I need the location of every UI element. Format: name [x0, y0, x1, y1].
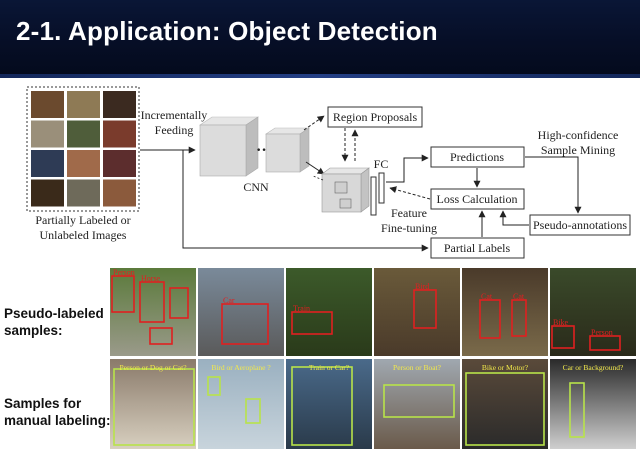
- input-thumbnail: [31, 120, 64, 148]
- input-thumbnail: [103, 120, 136, 148]
- pseudo-label-box: [589, 335, 621, 351]
- pseudo-label-box: [291, 311, 333, 335]
- pseudo-sample-tag: Train: [293, 304, 310, 313]
- manual-labeling-row-label: Samples for manual labeling:: [4, 395, 111, 429]
- roi-feature-block: [321, 167, 370, 213]
- pseudo-sample-tag: Bird: [415, 282, 429, 291]
- region-proposals-label: Region Proposals: [333, 110, 418, 124]
- manual-sample: Person or Boat?: [374, 359, 460, 449]
- manual-sample: Bike or Motor?: [462, 359, 548, 449]
- pseudo-sample-tag: Person: [113, 268, 135, 277]
- pseudo-sample-tag: Person: [591, 328, 613, 337]
- manual-label-box: [569, 382, 585, 438]
- pseudo-label-line-1: Pseudo-labeled: [4, 306, 104, 321]
- fc-label: FC: [374, 157, 389, 171]
- region-proposals-box: [327, 106, 423, 128]
- pseudo-sample-tag: Cat: [481, 292, 493, 301]
- feature-ft-label-2: Fine-tuning: [381, 221, 437, 235]
- manual-label-box: [383, 384, 455, 418]
- input-thumbnail: [67, 179, 100, 207]
- input-thumbnail: [31, 91, 64, 118]
- loss-calculation-box: [430, 188, 525, 210]
- input-thumbnail: [31, 150, 64, 177]
- input-thumbnail: [103, 150, 136, 177]
- cnn-label: CNN: [243, 180, 269, 194]
- pseudo-label-box: [551, 325, 575, 349]
- feature-ft-label-1: Feature: [391, 206, 427, 220]
- manual-labeling-samples: Person or Dog or Cat? Bird or Aeroplane ?…: [110, 359, 636, 449]
- input-thumbnail: [67, 91, 100, 118]
- cnn-block-2: [265, 127, 310, 173]
- manual-label-box: [113, 368, 195, 446]
- input-thumbnail: [67, 150, 100, 177]
- predictions-box: [430, 146, 525, 168]
- loss-calculation-label: Loss Calculation: [437, 192, 518, 206]
- pseudo-sample-tag: Cat: [513, 292, 525, 301]
- manual-sample: Train or Car?: [286, 359, 372, 449]
- pseudo-annotations-label: Pseudo-annotations: [533, 218, 627, 232]
- input-caption-1: Partially Labeled or: [35, 213, 130, 227]
- feed-label-1: Incrementally: [141, 108, 208, 122]
- manual-label-box: [245, 398, 261, 424]
- partial-labels-label: Partial Labels: [444, 241, 511, 255]
- manual-label-box: [291, 366, 353, 446]
- manual-label-box: [465, 372, 545, 446]
- pseudo-sample-tag: Car: [223, 296, 235, 305]
- manual-label-line-1: Samples for: [4, 396, 82, 411]
- pseudo-labeled-row-label: Pseudo-labeled samples:: [4, 305, 104, 339]
- pseudo-sample-tag: Bike: [553, 318, 569, 327]
- manual-sample-question: Train or Car?: [309, 363, 350, 372]
- pseudo-label-box: [479, 299, 501, 339]
- high-confidence-label-1: High-confidence: [538, 128, 619, 142]
- input-thumbnail: [31, 179, 64, 207]
- pseudo-sample: Train: [286, 268, 372, 356]
- cnn-block-1: [199, 116, 259, 177]
- manual-sample-question: Bird or Aeroplane ?: [211, 363, 271, 372]
- pseudo-label-box: [511, 299, 527, 337]
- manual-sample-question: Bike or Motor?: [482, 363, 529, 372]
- pseudo-sample-tag: Horse: [141, 274, 161, 283]
- slide-title: 2-1. Application: Object Detection: [16, 16, 438, 46]
- high-confidence-label-2: Sample Mining: [541, 143, 615, 157]
- pseudo-label-box: [139, 281, 165, 323]
- input-thumbnail: [103, 179, 136, 207]
- input-thumbnail: [103, 91, 136, 118]
- pseudo-annotations-box: [529, 214, 631, 236]
- manual-sample: Bird or Aeroplane ?: [198, 359, 284, 449]
- manual-label-box: [207, 376, 221, 396]
- partial-labels-box: [430, 237, 525, 259]
- manual-sample: Car or Background?: [550, 359, 636, 449]
- feed-label-2: Feeding: [155, 123, 194, 137]
- input-image-grid: [26, 86, 140, 212]
- pseudo-label-box: [221, 303, 269, 345]
- fc-layer-2: [378, 172, 385, 204]
- manual-label-line-2: manual labeling:: [4, 413, 111, 428]
- pipeline-diagram: Partially Labeled or Unlabeled Images In…: [26, 86, 631, 259]
- title-bar: 2-1. Application: Object Detection: [0, 0, 640, 78]
- input-caption-2: Unlabeled Images: [40, 228, 127, 242]
- pseudo-label-box: [149, 327, 173, 345]
- manual-sample-question: Person or Boat?: [393, 363, 442, 372]
- predictions-label: Predictions: [450, 150, 504, 164]
- fc-layer-1: [370, 176, 377, 216]
- pseudo-label-box: [413, 289, 437, 329]
- input-thumbnail: [67, 120, 100, 148]
- pseudo-label-line-2: samples:: [4, 323, 63, 338]
- manual-sample-question: Person or Dog or Cat?: [119, 363, 187, 372]
- manual-sample-question: Car or Background?: [563, 363, 624, 372]
- pseudo-label-box: [169, 287, 189, 319]
- manual-sample: Person or Dog or Cat?: [110, 359, 196, 449]
- pseudo-sample: Car: [198, 268, 284, 356]
- pseudo-sample: Bird: [374, 268, 460, 356]
- pseudo-label-box: [111, 275, 135, 313]
- pseudo-sample: Cat Cat: [462, 268, 548, 356]
